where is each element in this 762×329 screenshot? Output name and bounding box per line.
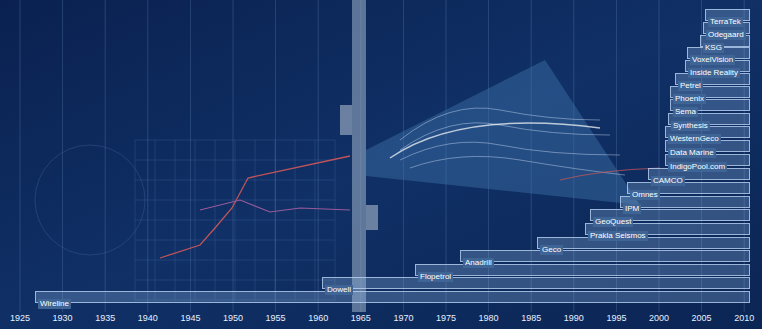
gridline bbox=[62, 0, 63, 312]
company-name: Anadrill bbox=[463, 258, 494, 268]
gridline bbox=[190, 0, 191, 312]
horizon-line bbox=[390, 123, 600, 158]
year-label: 1980 bbox=[479, 313, 499, 323]
company-name: KSG bbox=[703, 43, 724, 53]
year-label: 1940 bbox=[138, 313, 158, 323]
year-label: 1945 bbox=[180, 313, 200, 323]
company-name: Wireline bbox=[38, 299, 71, 309]
gridline bbox=[233, 0, 234, 312]
purple-curve bbox=[200, 200, 350, 212]
company-name: IPM bbox=[623, 204, 641, 214]
company-name: Odegaard bbox=[706, 30, 746, 40]
grid-panel bbox=[135, 140, 335, 300]
logging-tool bbox=[352, 0, 366, 312]
year-label: 1975 bbox=[436, 313, 456, 323]
company-name: Data Marine bbox=[668, 148, 716, 158]
company-bar: Wireline bbox=[35, 291, 750, 303]
company-name: VoxelVision bbox=[690, 55, 735, 65]
year-label: 2010 bbox=[734, 313, 754, 323]
company-name: IndigoPool.com bbox=[668, 162, 727, 172]
tool-part bbox=[340, 105, 352, 135]
company-bar: Dowell bbox=[322, 277, 750, 289]
year-label: 1970 bbox=[393, 313, 413, 323]
year-label: 1995 bbox=[606, 313, 626, 323]
year-label: 1960 bbox=[308, 313, 328, 323]
company-name: Omnes bbox=[630, 190, 660, 200]
year-label: 1935 bbox=[95, 313, 115, 323]
tool-part bbox=[366, 205, 378, 230]
company-name: Synthesis bbox=[671, 121, 710, 131]
company-name: Petrel bbox=[678, 81, 703, 91]
company-name: Inside Reality bbox=[688, 68, 740, 78]
gridline bbox=[105, 0, 106, 312]
company-bar: TerraTek bbox=[705, 9, 750, 21]
seismic-fan bbox=[366, 60, 640, 205]
company-bar: GeoQuest bbox=[590, 209, 750, 221]
gridline bbox=[20, 0, 21, 312]
company-name: CAMCO bbox=[651, 176, 685, 186]
company-name: TerraTek bbox=[708, 17, 743, 27]
company-bar: Omnes bbox=[627, 182, 750, 194]
gridline bbox=[147, 0, 148, 312]
company-name: Flopetrol bbox=[418, 272, 453, 282]
year-label: 1930 bbox=[53, 313, 73, 323]
globe-sketch bbox=[35, 145, 145, 255]
company-name: WesternGeco bbox=[668, 134, 721, 144]
year-label: 2005 bbox=[692, 313, 712, 323]
company-name: Sema bbox=[673, 107, 698, 117]
company-name: Geco bbox=[540, 245, 563, 255]
company-name: Prakla Seismos bbox=[588, 231, 648, 241]
company-bar: Anadrill bbox=[460, 250, 750, 262]
year-label: 1990 bbox=[564, 313, 584, 323]
company-name: GeoQuest bbox=[593, 217, 633, 227]
gridline bbox=[318, 0, 319, 312]
year-label: 2000 bbox=[649, 313, 669, 323]
seismic-traces bbox=[400, 108, 625, 175]
red-curve bbox=[160, 156, 350, 258]
year-label: 1985 bbox=[521, 313, 541, 323]
year-label: 1965 bbox=[351, 313, 371, 323]
year-label: 1925 bbox=[10, 313, 30, 323]
company-name: Phoenix bbox=[673, 94, 706, 104]
company-name: Dowell bbox=[325, 285, 353, 295]
year-label: 1950 bbox=[223, 313, 243, 323]
year-label: 1955 bbox=[266, 313, 286, 323]
red-trace bbox=[560, 168, 660, 180]
